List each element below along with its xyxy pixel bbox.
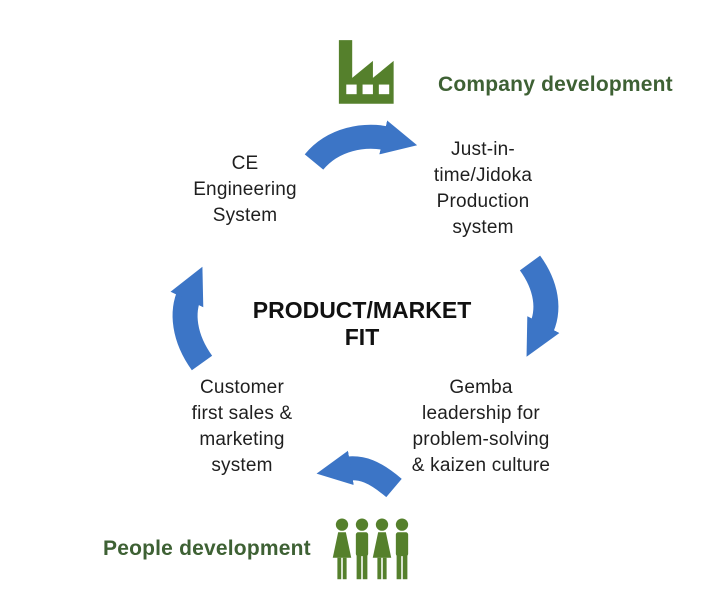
people-group-icon: [332, 516, 412, 584]
node-jit-jidoka-production: Just-in- time/Jidoka Production system: [373, 137, 593, 241]
node-line: system: [452, 217, 514, 238]
arrow-gemba-to-customer: [316, 450, 402, 498]
node-line: Customer: [200, 377, 284, 398]
arrow-customer-to-ce: [170, 266, 213, 371]
node-line: Gemba: [449, 377, 513, 398]
company-development-label: Company development: [438, 73, 673, 96]
title-line: PRODUCT/MARKET: [252, 297, 472, 323]
node-line: Just-in-: [451, 139, 515, 160]
people-development-label: People development: [103, 537, 311, 560]
arrow-jit-to-gemba: [519, 255, 560, 357]
node-line: Production: [436, 191, 530, 212]
node-line: time/Jidoka: [433, 165, 533, 186]
node-line: system: [211, 455, 273, 476]
node-line: System: [212, 205, 278, 226]
arrow-ce-to-jit: [304, 120, 418, 171]
node-customer-first-sales: Customer first sales & marketing system: [132, 375, 352, 479]
node-line: marketing: [199, 429, 285, 450]
node-line: CE: [231, 153, 259, 174]
product-market-fit-title: PRODUCT/MARKET FIT: [212, 297, 512, 351]
node-line: first sales &: [191, 403, 293, 424]
title-line: FIT: [344, 324, 380, 350]
factory-icon: [330, 36, 404, 105]
node-ce-engineering-system: CE Engineering System: [145, 151, 345, 229]
node-line: problem-solving: [412, 429, 550, 450]
node-line: Engineering: [193, 179, 297, 200]
node-gemba-leadership: Gemba leadership for problem-solving & k…: [360, 375, 602, 479]
node-line: leadership for: [422, 403, 540, 424]
node-line: & kaizen culture: [411, 455, 551, 476]
